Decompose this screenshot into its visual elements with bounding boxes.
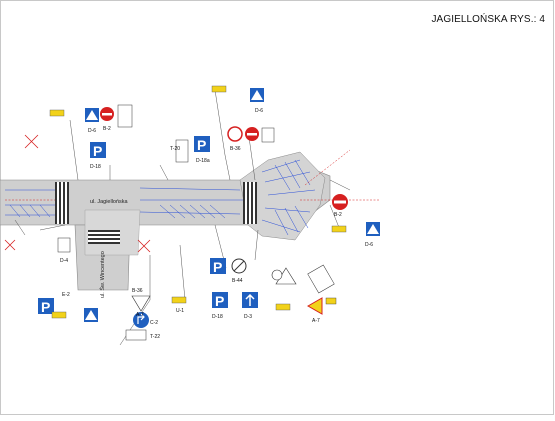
code-b2-right: B-2 bbox=[334, 212, 342, 218]
code-d6-top: D-6 bbox=[255, 108, 263, 114]
sign-yellow-marker-4 bbox=[275, 303, 291, 311]
sign-d18-parking-left: P bbox=[90, 142, 106, 159]
sign-a7-bottom bbox=[131, 295, 151, 312]
code-a7-right: A-7 bbox=[312, 318, 320, 324]
sign-pedestrian-left bbox=[57, 237, 71, 253]
code-c2: C-2 bbox=[150, 320, 158, 326]
sign-b44 bbox=[231, 258, 247, 274]
lane-hatching bbox=[5, 159, 316, 236]
sign-d18-parking-bottom-left: P bbox=[38, 298, 54, 315]
code-d18-low: D-18 bbox=[212, 314, 223, 320]
sign-crossed-left bbox=[24, 134, 39, 149]
sign-yellow-marker-6 bbox=[51, 311, 67, 319]
main-road bbox=[0, 151, 331, 241]
svg-text:P: P bbox=[93, 143, 102, 159]
sign-code-labels: D-6 D-6 B-2 B-36 D-18a D-18 B-44 B-36 A-… bbox=[60, 108, 373, 340]
svg-text:P: P bbox=[213, 259, 222, 275]
code-t22: T-22 bbox=[150, 334, 160, 340]
sign-a7-right bbox=[306, 297, 337, 315]
sign-yellow-marker-2 bbox=[211, 85, 227, 93]
code-b2: B-2 bbox=[103, 126, 111, 132]
sign-d6-bottom-left bbox=[84, 308, 98, 322]
sign-d18-parking-mid: P bbox=[194, 136, 210, 153]
svg-text:P: P bbox=[41, 299, 50, 315]
main-street-label: ul. Jagiellońska bbox=[90, 199, 129, 205]
sign-b2-right bbox=[332, 194, 348, 210]
sign-plate-top bbox=[117, 104, 133, 128]
sign-plate-right-mid bbox=[307, 264, 335, 294]
sign-warning-triangle bbox=[271, 267, 297, 285]
sign-plate-mid bbox=[175, 139, 189, 163]
code-d18a: D-18a bbox=[196, 158, 210, 164]
sign-plate-right-top bbox=[261, 127, 275, 143]
crosswalks bbox=[55, 182, 257, 244]
code-a7: A-7 bbox=[136, 312, 144, 318]
sign-crossed-bottom-left bbox=[4, 239, 151, 253]
sign-yellow-marker-3 bbox=[331, 225, 347, 233]
sign-b2-top bbox=[100, 107, 114, 121]
code-e2: E-2 bbox=[62, 292, 70, 298]
svg-text:P: P bbox=[197, 137, 206, 153]
sign-d18-parking-bottom-2: P bbox=[212, 292, 228, 309]
leader-lines bbox=[14, 89, 351, 346]
code-b36: B-36 bbox=[230, 146, 241, 152]
code-b36-right: B-36 bbox=[132, 288, 143, 294]
sign-d6-top-left bbox=[85, 108, 99, 122]
sign-c2-turn bbox=[133, 312, 149, 328]
code-d18: D-18 bbox=[90, 164, 101, 170]
sign-b36-mid bbox=[227, 126, 243, 142]
code-u1: U-1 bbox=[176, 308, 184, 314]
sign-plate-bottom bbox=[125, 329, 147, 341]
sign-d6-mid-top bbox=[250, 88, 264, 102]
sign-d3-arrow bbox=[242, 292, 258, 308]
code-d3: D-3 bbox=[244, 314, 252, 320]
sign-yellow-marker-1 bbox=[49, 109, 65, 117]
code-b44: B-44 bbox=[232, 278, 243, 284]
svg-text:P: P bbox=[215, 293, 224, 309]
sign-d6-right bbox=[366, 222, 380, 236]
sheet-title: JAGIELLOŃSKA RYS.: 4 bbox=[431, 14, 545, 25]
sign-d18-parking-bottom-1: P bbox=[210, 258, 226, 275]
cross-street-label: ul. Św. Wincentego bbox=[98, 251, 106, 298]
sign-b2-mid bbox=[245, 127, 259, 141]
code-d4: D-4 bbox=[60, 258, 68, 264]
sign-yellow-marker-5 bbox=[171, 296, 187, 304]
code-d6-right: D-6 bbox=[365, 242, 373, 248]
code-d6-left: D-6 bbox=[88, 128, 96, 134]
code-t20: T-20 bbox=[170, 146, 180, 152]
